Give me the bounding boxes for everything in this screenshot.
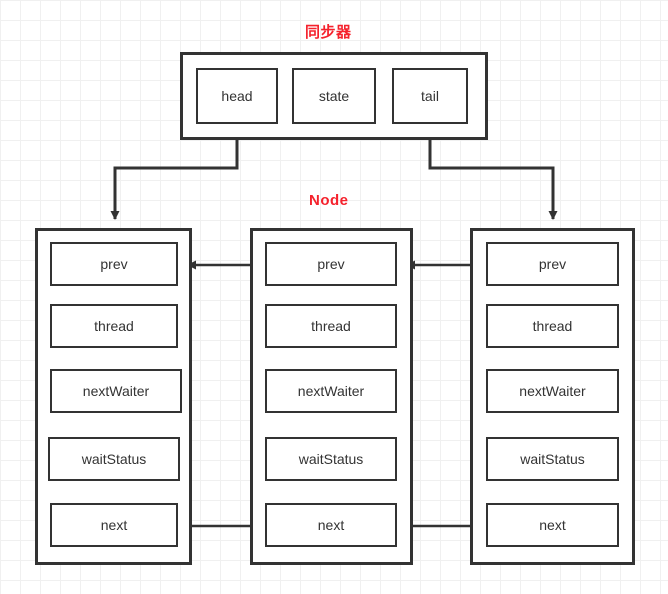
node3-field-nextwaiter[interactable]: nextWaiter	[486, 369, 619, 413]
node2-field-next[interactable]: next	[265, 503, 397, 547]
synchronizer-title: 同步器	[305, 24, 352, 41]
node3-field-next[interactable]: next	[486, 503, 619, 547]
node1-field-nextwaiter[interactable]: nextWaiter	[50, 369, 182, 413]
node3-field-thread[interactable]: thread	[486, 304, 619, 348]
node1-field-thread[interactable]: thread	[50, 304, 178, 348]
node2-field-prev[interactable]: prev	[265, 242, 397, 286]
node1-field-prev[interactable]: prev	[50, 242, 178, 286]
node1-field-waitstatus[interactable]: waitStatus	[48, 437, 180, 481]
node2-field-thread[interactable]: thread	[265, 304, 397, 348]
node3-field-waitstatus[interactable]: waitStatus	[486, 437, 619, 481]
node2-field-waitstatus[interactable]: waitStatus	[265, 437, 397, 481]
node1-field-next[interactable]: next	[50, 503, 178, 547]
synchronizer-field-head[interactable]: head	[196, 68, 278, 124]
node3-field-prev[interactable]: prev	[486, 242, 619, 286]
node2-field-nextwaiter[interactable]: nextWaiter	[265, 369, 397, 413]
node-title: Node	[309, 192, 349, 209]
synchronizer-field-tail[interactable]: tail	[392, 68, 468, 124]
synchronizer-field-state[interactable]: state	[292, 68, 376, 124]
